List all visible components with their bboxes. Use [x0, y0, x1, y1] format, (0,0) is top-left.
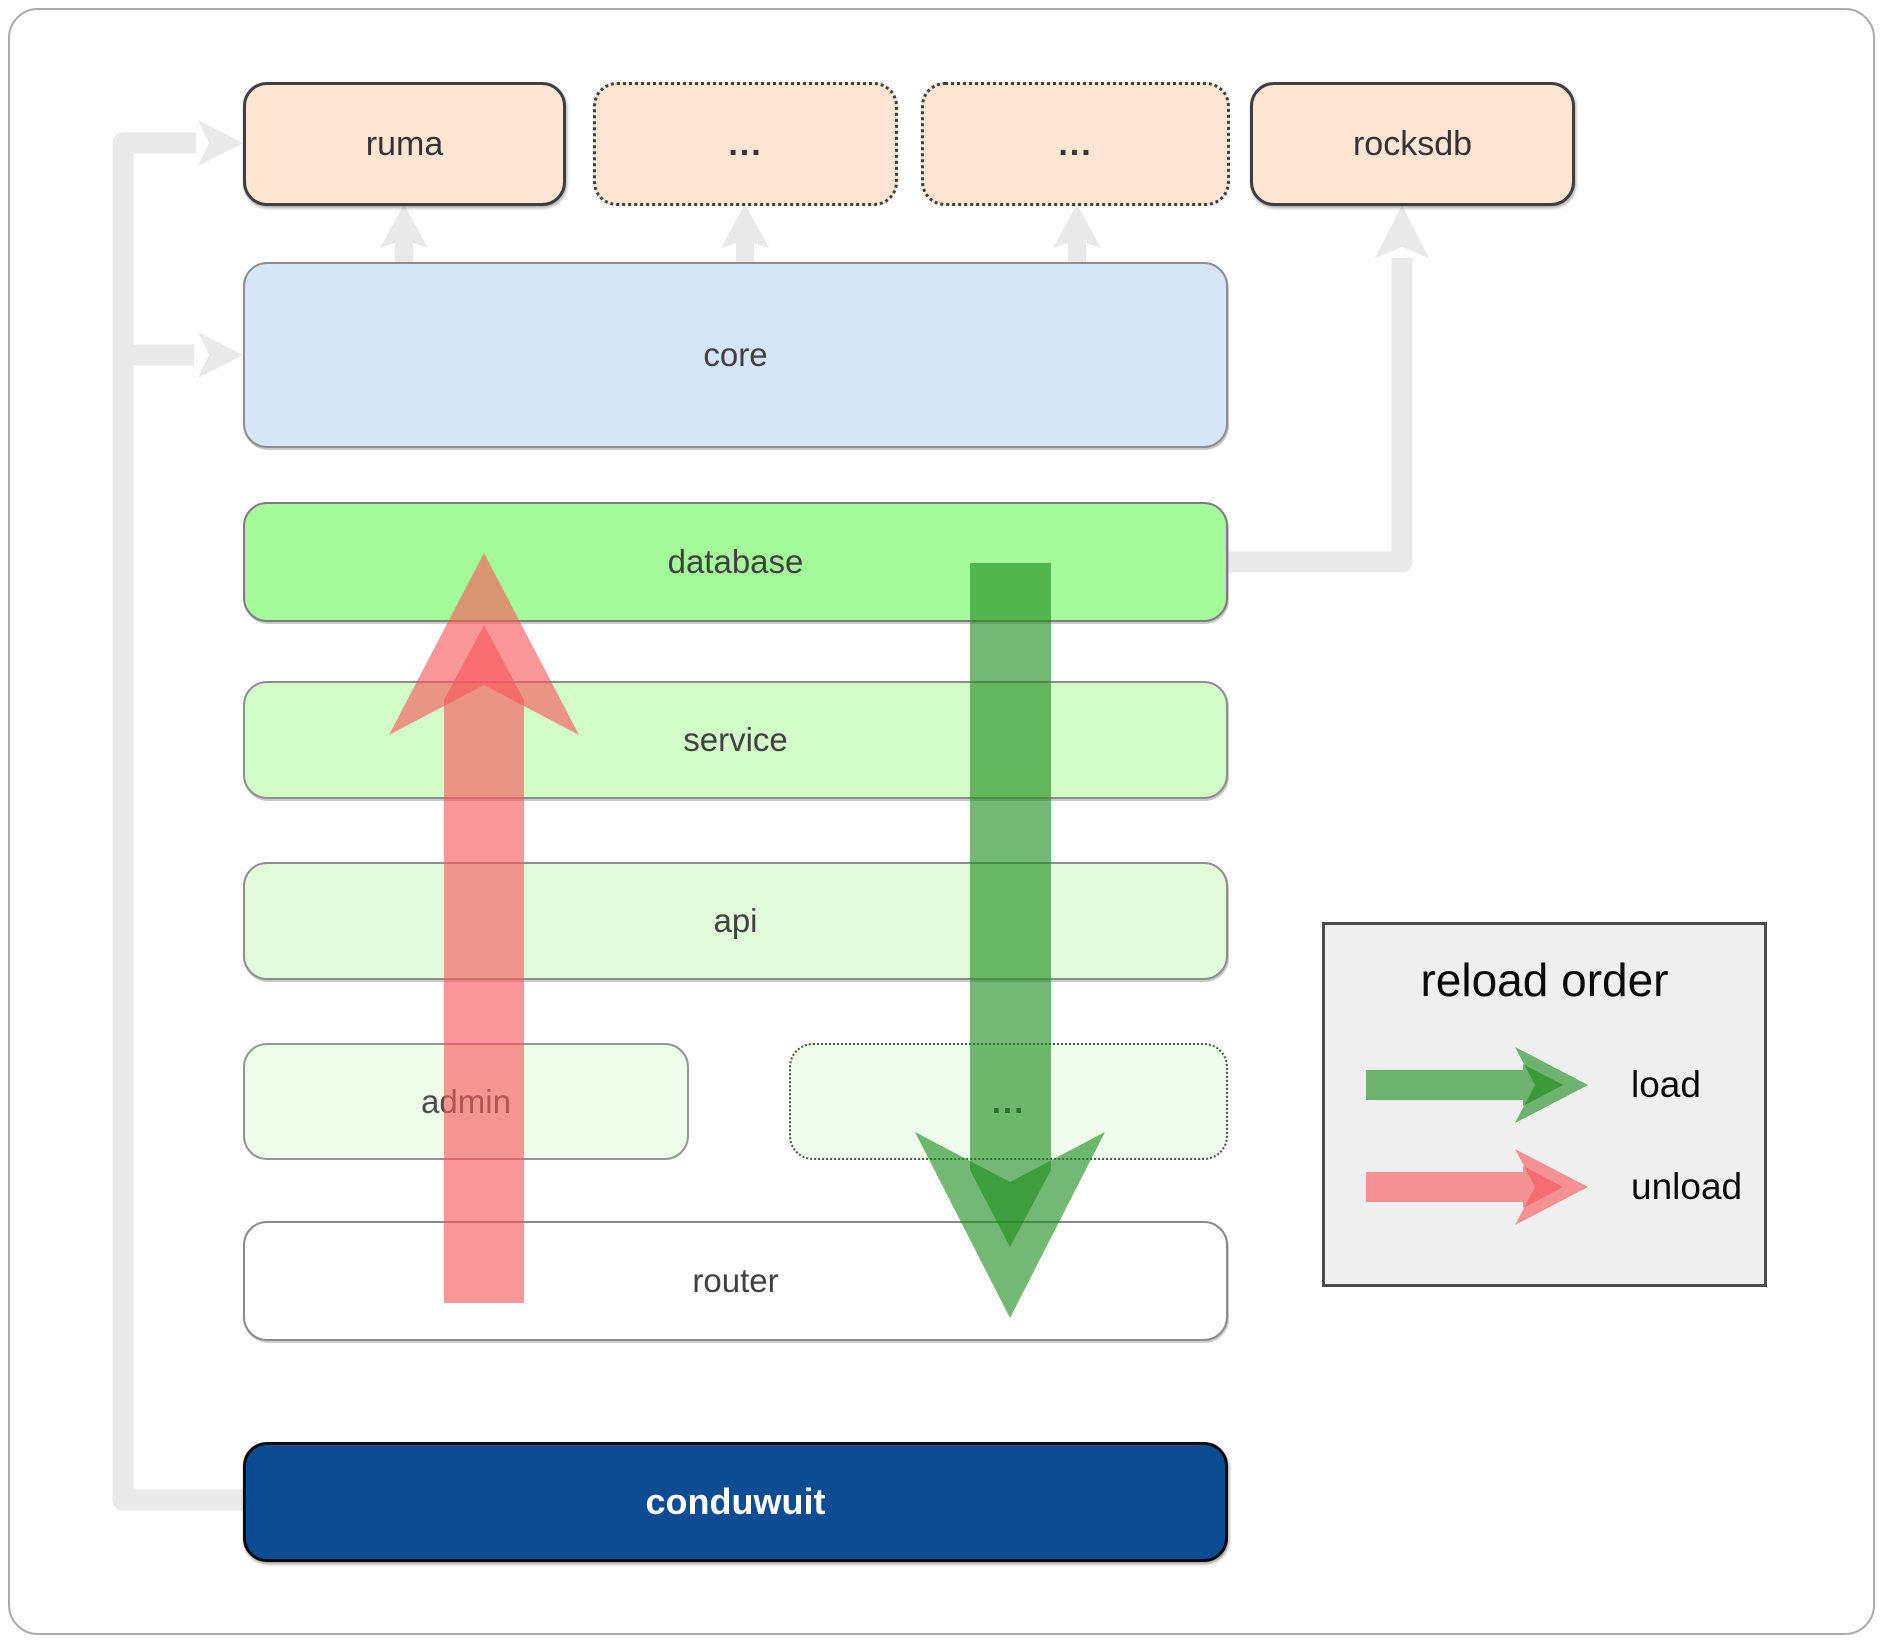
legend: reload order load unload: [1322, 922, 1767, 1287]
box-crate-ellipsis-2-label: ...: [1058, 124, 1093, 163]
box-api: api: [243, 862, 1228, 980]
legend-unload-label: unload: [1631, 1166, 1743, 1207]
legend-unload-arrow-shaft: [1366, 1166, 1563, 1208]
box-rocksdb: rocksdb: [1250, 82, 1575, 206]
box-conduwuit: conduwuit: [243, 1442, 1228, 1562]
box-database-label: database: [667, 543, 804, 580]
legend-row-load: load: [1363, 1040, 1743, 1130]
legend-load-arrow-shaft: [1366, 1064, 1563, 1106]
box-admin: admin: [243, 1043, 689, 1160]
box-crate-ellipsis-2: ...: [921, 82, 1230, 206]
box-service: service: [243, 681, 1228, 799]
box-api-label: api: [713, 902, 758, 939]
legend-load-label: load: [1631, 1064, 1701, 1105]
legend-load-arrow-icon: [1366, 1047, 1588, 1123]
box-crate-ellipsis-1: ...: [593, 82, 898, 206]
box-core: core: [243, 262, 1228, 448]
legend-title: reload order: [1420, 954, 1669, 1006]
box-admin-ellipsis-label: ...: [991, 1082, 1026, 1120]
box-admin-label: admin: [421, 1082, 511, 1120]
box-ruma-label: ruma: [365, 124, 444, 163]
box-admin-ellipsis: ...: [789, 1043, 1228, 1160]
box-core-label: core: [703, 336, 768, 373]
box-router: router: [243, 1221, 1228, 1341]
box-service-label: service: [683, 721, 788, 758]
legend-unload-arrow-icon: [1366, 1149, 1588, 1225]
box-router-label: router: [692, 1262, 779, 1299]
box-ruma: ruma: [243, 82, 566, 206]
legend-row-unload: unload: [1363, 1142, 1743, 1232]
box-rocksdb-label: rocksdb: [1352, 124, 1473, 163]
box-conduwuit-label: conduwuit: [645, 1481, 826, 1522]
diagram-outer-border: [8, 8, 1875, 1635]
box-database: database: [243, 502, 1228, 622]
box-crate-ellipsis-1-label: ...: [728, 124, 763, 163]
